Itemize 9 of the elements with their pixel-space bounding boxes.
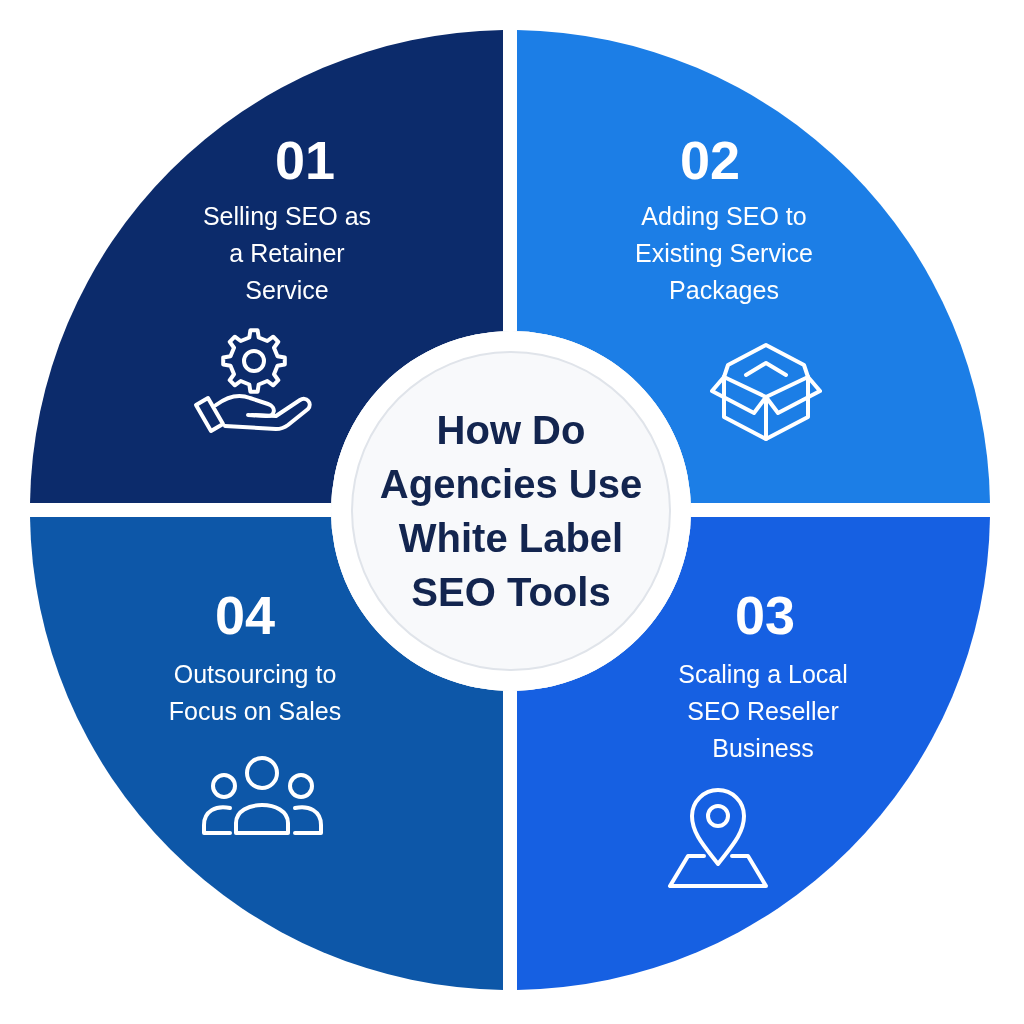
step-number: 04 xyxy=(214,588,276,642)
step-description: Selling SEO as a Retainer Service xyxy=(201,201,373,306)
step-number: 03 xyxy=(734,588,796,642)
step-description: Scaling a Local SEO Reseller Business xyxy=(677,659,849,764)
step-description: Adding SEO to Existing Service Packages xyxy=(634,201,814,306)
step-description: Outsourcing to Focus on Sales xyxy=(167,659,343,727)
step-number: 02 xyxy=(679,133,741,187)
center-title: How Do Agencies Use White Label SEO Tools xyxy=(378,407,644,616)
step-number: 01 xyxy=(274,133,336,187)
